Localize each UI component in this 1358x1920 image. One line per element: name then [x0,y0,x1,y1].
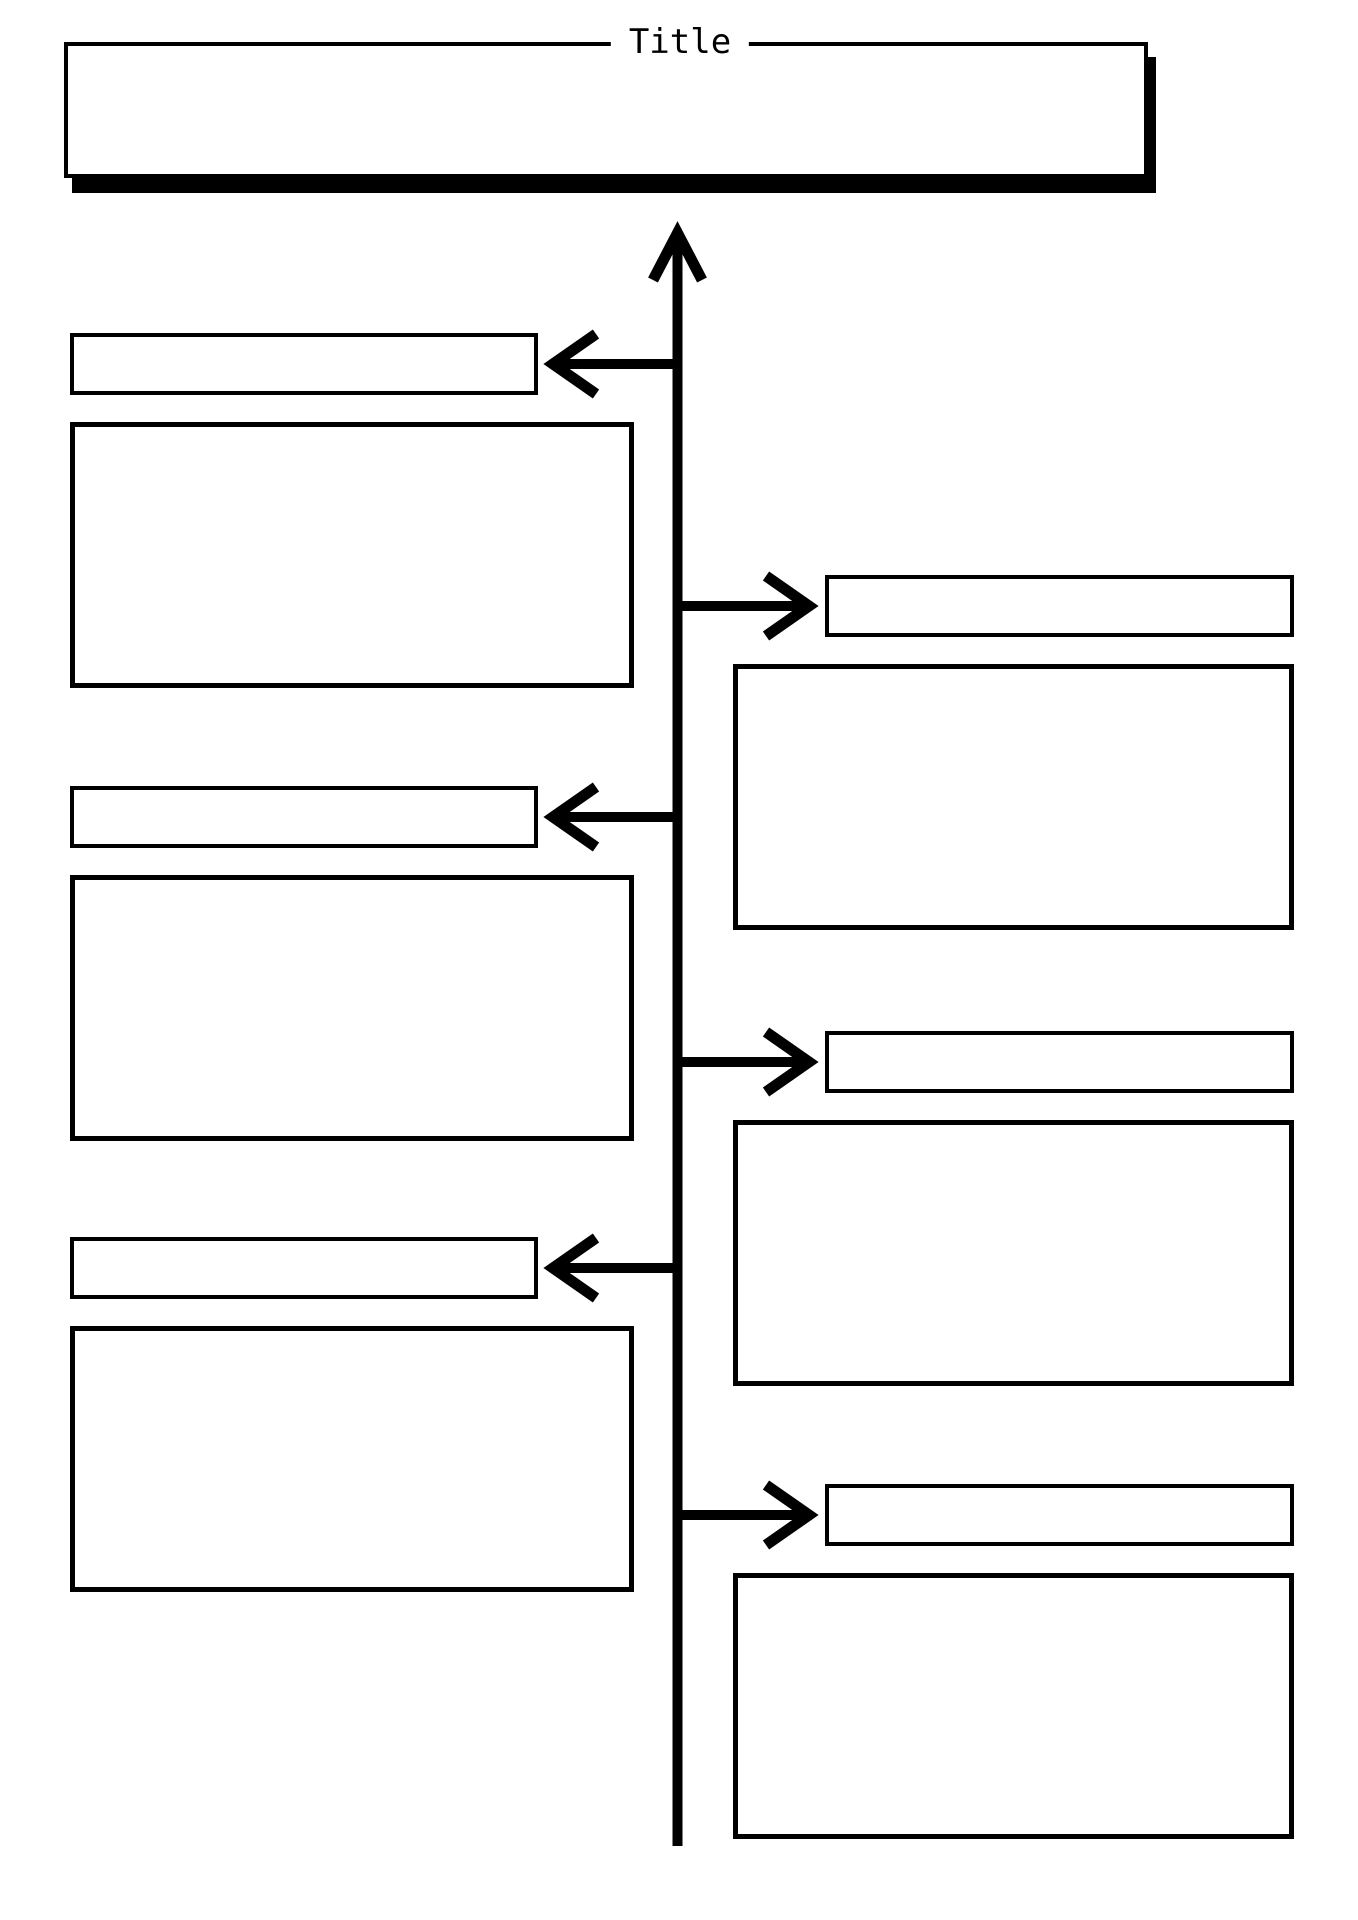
event-description-box[interactable] [733,1120,1294,1386]
event-description-box[interactable] [733,664,1294,930]
event-label-box[interactable] [825,1484,1294,1546]
up-arrow-icon [648,221,707,283]
left-arrow-icon [543,329,678,399]
event-label-box[interactable] [825,575,1294,637]
event-label-box[interactable] [70,786,538,848]
left-arrow-icon [543,1233,678,1303]
title-legend: Title [610,21,750,63]
event-description-box[interactable] [70,1326,634,1592]
right-arrow-icon [677,1480,819,1550]
right-arrow-icon [677,1027,819,1097]
event-description-box[interactable] [70,875,634,1141]
event-label-box[interactable] [825,1031,1294,1093]
right-arrow-icon [677,571,819,641]
event-label-box[interactable] [70,333,538,395]
event-description-box[interactable] [733,1573,1294,1839]
title-box[interactable]: Title [64,21,1148,178]
event-description-box[interactable] [70,422,634,688]
event-label-box[interactable] [70,1237,538,1299]
left-arrow-icon [543,782,678,852]
